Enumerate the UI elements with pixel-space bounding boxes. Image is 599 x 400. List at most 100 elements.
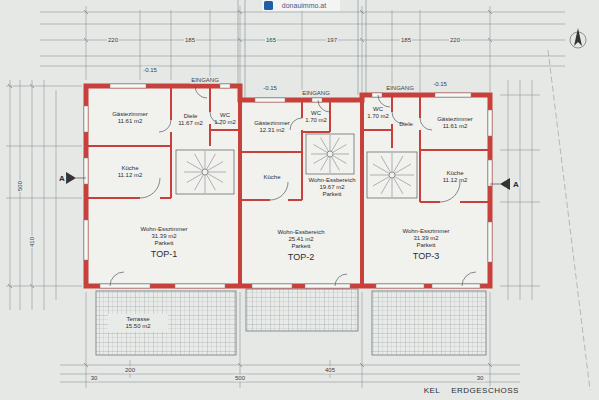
stair-step [381, 156, 391, 172]
stair-step [392, 178, 393, 197]
section-mark: A [58, 175, 66, 182]
dimension-label: EINGANG [301, 90, 331, 97]
dimension-label: 410 [29, 236, 36, 248]
dimension-label: 500 [17, 180, 24, 192]
stair-step [207, 154, 216, 170]
stairs [176, 134, 417, 198]
dimension-label: EINGANG [190, 77, 220, 84]
room-text: WC [220, 112, 230, 119]
watermark: donauimmo.at [281, 2, 327, 9]
room-label: Gästezimmer11.61 m2 [92, 94, 168, 142]
room-label: Wohn-Essbereich19.67 m2Parkett [304, 175, 360, 200]
stair-step [208, 162, 224, 171]
stair-step [373, 177, 389, 187]
dimension-label: 197 [326, 37, 338, 44]
dimension-lines [6, 6, 590, 390]
stair-step [330, 157, 331, 173]
room-text: Terrasse [126, 316, 149, 323]
stair-step [314, 156, 328, 164]
stair-outline [176, 150, 234, 194]
room-text: 11.61 m2 [118, 118, 143, 125]
room-text: 11.12 m2 [118, 172, 143, 179]
stair-step [394, 178, 404, 194]
room-label: Wohn-Esszimmer31.39 m2ParkettTOP-3 [366, 208, 486, 282]
room-label: Küche11.12 m2 [92, 150, 168, 194]
stair-step [370, 175, 389, 176]
unit-name: TOP-2 [288, 252, 314, 263]
stair-outline [367, 152, 417, 198]
stair-step [381, 178, 391, 194]
dimension-label: 220 [449, 37, 461, 44]
room-text: Wohn-Esszimmer [402, 228, 449, 235]
dimension-ticks [8, 10, 492, 367]
room-label: Küche11.12 m2 [423, 155, 487, 199]
stair-step [311, 154, 327, 155]
windows [84, 84, 492, 288]
section-marker [66, 172, 510, 190]
stair-step [187, 162, 203, 171]
room-label: WC1.70 m2 [302, 104, 330, 130]
room-text: 1.70 m2 [367, 113, 389, 120]
room-text: 11.61 m2 [443, 123, 468, 130]
stair-step [208, 172, 226, 173]
room-text: Küche [121, 165, 138, 172]
room-text: Gästezimmer [254, 120, 290, 127]
room-label: Küche [244, 158, 300, 196]
room-text: WC [373, 106, 383, 113]
stair-step [187, 174, 203, 183]
stair-step [395, 177, 411, 187]
stair-step [395, 175, 414, 176]
dimension-label: 185 [400, 37, 412, 44]
interior-walls [86, 86, 490, 202]
chimney-lines [238, 0, 366, 100]
dimension-label: -0.15 [262, 85, 278, 92]
floor-area [86, 86, 490, 286]
room-label: Gästezimmer12.31 m2 [244, 106, 300, 148]
stair-step [333, 145, 347, 153]
stair-step [208, 174, 224, 183]
room-text: 19.67 m2 [319, 184, 344, 191]
room-text: Wohn-Essbereich [277, 229, 324, 236]
stair-outline [306, 134, 354, 174]
stair-step [321, 138, 329, 152]
room-text: Parkett [416, 242, 435, 249]
room-text: Diele [399, 121, 413, 128]
room-text: 15.50 m2 [125, 323, 150, 330]
room-label: Wohn-Esszimmer31.39 m2ParkettTOP-1 [92, 205, 236, 281]
terrace [246, 289, 358, 331]
terrace [372, 291, 486, 355]
room-text: Gästezimmer [112, 111, 148, 118]
stair-step [373, 164, 389, 174]
room-label: Wohn-Essbereich25.41 m2ParkettTOP-2 [244, 210, 358, 282]
stair-newel [327, 151, 333, 157]
room-text: 31.39 m2 [151, 233, 176, 240]
room-text: Gästezimmer [437, 116, 473, 123]
stair-step [195, 154, 204, 170]
stair-step [332, 157, 340, 171]
room-text: Diele [184, 113, 198, 120]
stair-step [330, 135, 331, 151]
room-text: 12.31 m2 [259, 127, 284, 134]
outer-wall [86, 86, 490, 286]
room-text: 25.41 m2 [288, 236, 313, 243]
room-text: 1.70 m2 [214, 119, 236, 126]
room-label: Diele11.67 m2 [173, 100, 208, 140]
room-label: Terrasse15.50 m2 [108, 314, 168, 332]
room-label: Gästezimmer11.61 m2 [423, 100, 487, 146]
stair-newel [389, 172, 395, 178]
dimension-label: -0.15 [142, 67, 158, 74]
stair-step [394, 156, 404, 172]
room-text: Parkett [154, 240, 173, 247]
dimension-label: 405 [324, 367, 336, 374]
terrace [96, 291, 236, 355]
stair-step [392, 153, 393, 172]
stair-step [205, 151, 206, 169]
room-label: WC1.70 m2 [211, 110, 239, 128]
stair-newel [202, 169, 208, 175]
stair-step [395, 164, 411, 174]
room-text: Wohn-Esszimmer [140, 226, 187, 233]
room-label: WC1.70 m2 [364, 100, 392, 126]
north-arrow [570, 28, 586, 48]
dimension-label: 30 [476, 375, 485, 382]
